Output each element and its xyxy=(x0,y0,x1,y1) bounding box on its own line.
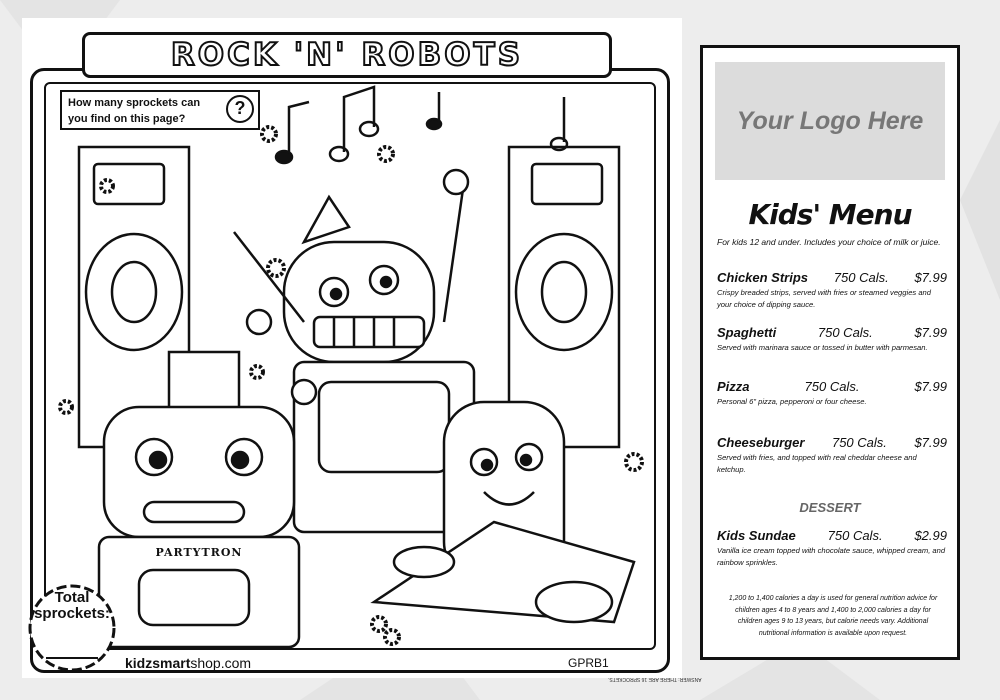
page-title: ROCK 'N' ROBOTS xyxy=(170,36,524,74)
sprocket-question: How many sprockets can you find on this … xyxy=(60,90,260,130)
brand-bold: kidzsmart xyxy=(125,655,191,671)
item-price: $7.99 xyxy=(914,325,947,340)
item-cals: 750 Cals. xyxy=(831,435,887,450)
menu-item: Chicken Strips 750 Cals. $7.99 Crispy brea… xyxy=(717,270,947,311)
item-price: $7.99 xyxy=(914,379,947,394)
item-desc: Vanilla ice cream topped with chocolate … xyxy=(717,546,946,567)
sprocket-badge xyxy=(28,584,116,672)
menu-subtitle: For kids 12 and under. Includes your cho… xyxy=(717,237,941,247)
item-name: Pizza xyxy=(717,379,750,394)
scene-border xyxy=(44,82,656,650)
partytron-label: PARTYTRON xyxy=(155,546,243,559)
item-price: $7.99 xyxy=(914,435,947,450)
total-sprockets-label: Total sprockets: xyxy=(34,589,110,622)
item-price: $7.99 xyxy=(914,270,947,285)
title-banner: ROCK 'N' ROBOTS xyxy=(82,32,612,78)
item-cals: 750 Cals. xyxy=(833,270,889,285)
item-desc: Crispy breaded strips, served with fries… xyxy=(717,288,931,309)
item-name: Kids Sundae xyxy=(717,528,796,543)
item-name: Cheeseburger xyxy=(717,435,805,450)
item-name: Chicken Strips xyxy=(717,270,809,285)
logo-placeholder: Your Logo Here xyxy=(715,62,945,180)
menu-item: Pizza 750 Cals. $7.99 Personal 6" pizza, p… xyxy=(717,379,947,408)
menu-title: Kids' Menu xyxy=(748,198,912,231)
nutrition-note: 1,200 to 1,400 calories a day is used fo… xyxy=(728,595,938,637)
upside-down-answer: ANSWER: THERE ARE 16 SPROCKETS. xyxy=(608,676,702,682)
menu-item: Cheeseburger 750 Cals. $7.99 Served with f… xyxy=(717,435,947,476)
question-mark-icon: ? xyxy=(226,95,254,123)
brand-rest: shop.com xyxy=(190,655,252,671)
robot-scene-illustration xyxy=(58,85,644,649)
menu-item: Spaghetti 750 Cals. $7.99 Served with mari… xyxy=(717,325,947,354)
item-desc: Personal 6" pizza, pepperoni or four che… xyxy=(717,397,867,406)
product-code: GPRB1 xyxy=(568,656,609,670)
item-cals: 750 Cals. xyxy=(817,325,873,340)
dessert-heading: DESSERT xyxy=(799,500,861,515)
item-name: Spaghetti xyxy=(717,325,777,340)
item-price: $2.99 xyxy=(914,528,947,543)
item-desc: Served with fries, and topped with real … xyxy=(717,453,917,474)
kids-menu-panel: Your Logo Here Kids' Menu For kids 12 an… xyxy=(700,45,960,660)
item-desc: Served with marinara sauce or tossed in … xyxy=(717,343,928,352)
item-cals: 750 Cals. xyxy=(827,528,883,543)
item-cals: 750 Cals. xyxy=(804,379,860,394)
footer-website: kidzsmartshop.com xyxy=(125,655,251,671)
menu-item-dessert: Kids Sundae 750 Cals. $2.99 Vanilla ice cr… xyxy=(717,528,947,569)
